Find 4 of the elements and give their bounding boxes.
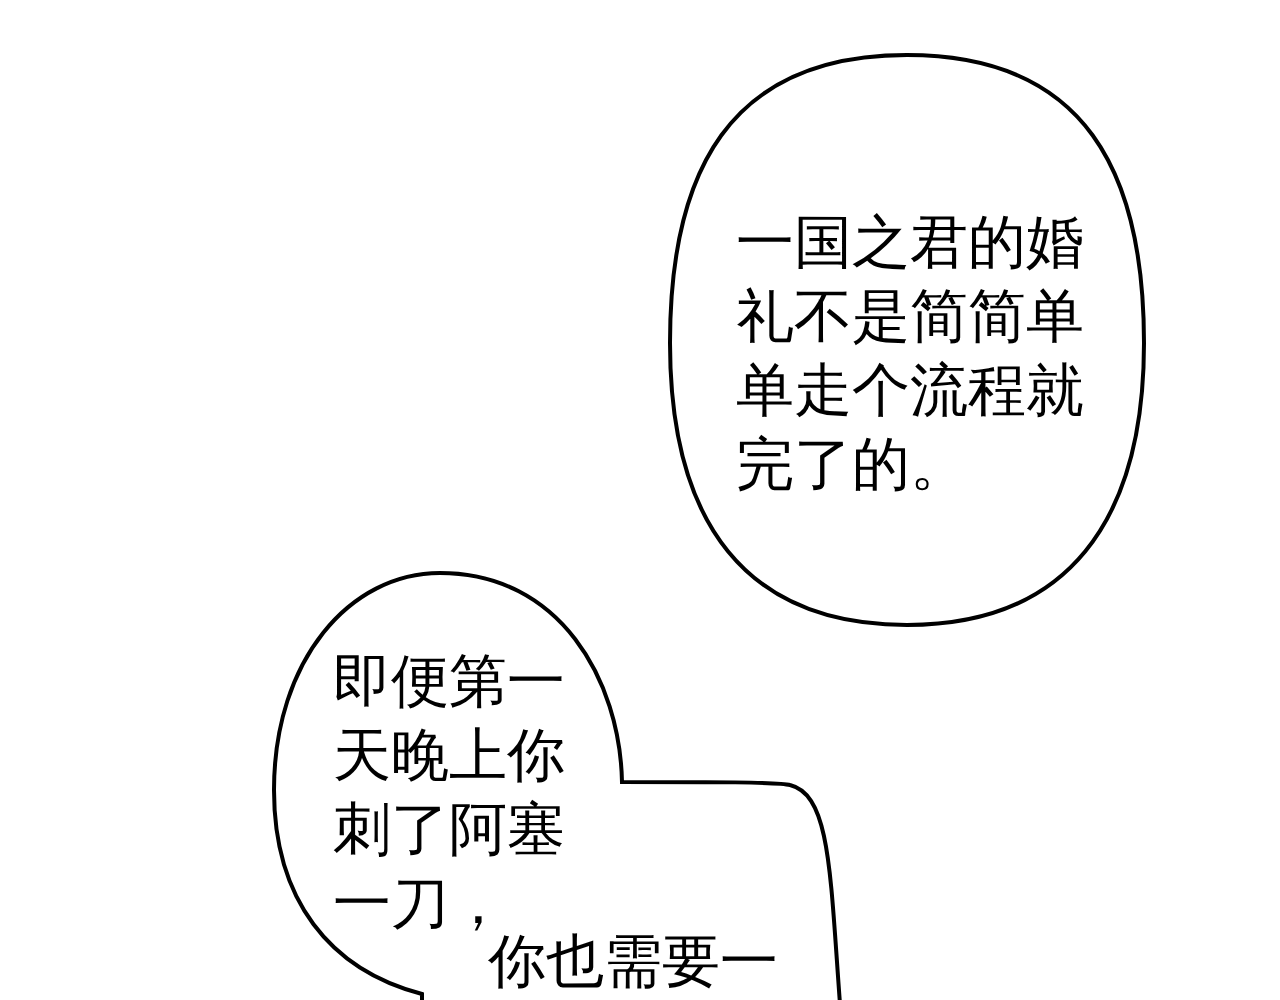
- speech-bubble: [270, 570, 845, 1000]
- speech-text: 你也需要一: [488, 926, 779, 997]
- speech-text: 一国之君的婚礼不是简简单单走个流程就完了的。: [736, 207, 1085, 500]
- speech-bubble: [666, 53, 1148, 629]
